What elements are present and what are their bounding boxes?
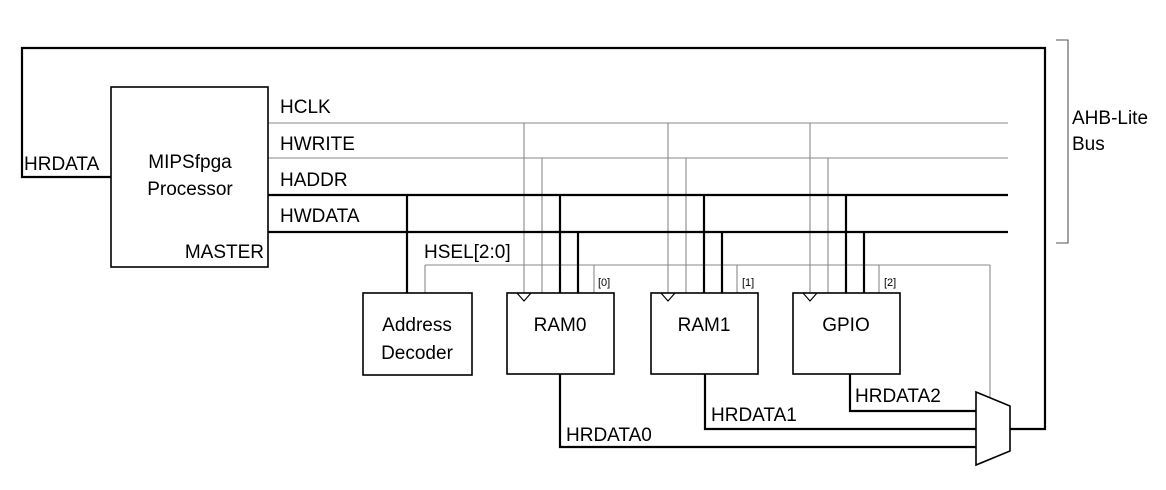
ram0-clock-marker	[516, 292, 532, 302]
processor-name-line2: Processor	[147, 179, 233, 200]
decoder-name-line2: Decoder	[381, 343, 453, 364]
data-bus-lines	[20, 46, 1047, 449]
hrdata2-label: HRDATA2	[855, 386, 941, 407]
ram0-name: RAM0	[534, 315, 587, 336]
ram0-block	[506, 292, 615, 375]
ram1-name: RAM1	[678, 315, 731, 336]
ram1-select-bit: [1]	[742, 277, 754, 289]
signal-hwrite-label: HWRITE	[280, 134, 355, 155]
bus-label-line1: AHB-Lite	[1072, 108, 1148, 129]
control-signal-lines	[268, 122, 1008, 400]
hrdata0-label: HRDATA0	[566, 425, 652, 446]
hrdata-multiplexer	[975, 390, 1011, 467]
gpio-select-bit: [2]	[884, 277, 896, 289]
ram1-clock-marker	[660, 292, 676, 302]
signal-hwdata-label: HWDATA	[280, 206, 360, 227]
processor-name-line1: MIPSfpga	[148, 152, 232, 173]
signal-haddr-label: HADDR	[280, 170, 348, 191]
processor-role-label: MASTER	[185, 242, 264, 263]
decoder-name-line1: Address	[382, 315, 452, 336]
ahb-bus-bracket	[1056, 39, 1069, 244]
ram0-select-bit: [0]	[598, 277, 610, 289]
ram1-block	[650, 292, 759, 375]
hsel-label: HSEL[2:0]	[424, 242, 511, 263]
bus-label-line2: Bus	[1072, 134, 1105, 155]
gpio-block	[792, 292, 901, 375]
processor-block	[110, 86, 269, 268]
signal-hclk-label: HCLK	[280, 97, 331, 118]
gpio-clock-marker	[802, 292, 818, 302]
processor-hrdata-label: HRDATA	[24, 154, 100, 175]
hrdata1-label: HRDATA1	[711, 405, 797, 426]
address-decoder-block	[362, 292, 473, 376]
gpio-name: GPIO	[822, 315, 870, 336]
